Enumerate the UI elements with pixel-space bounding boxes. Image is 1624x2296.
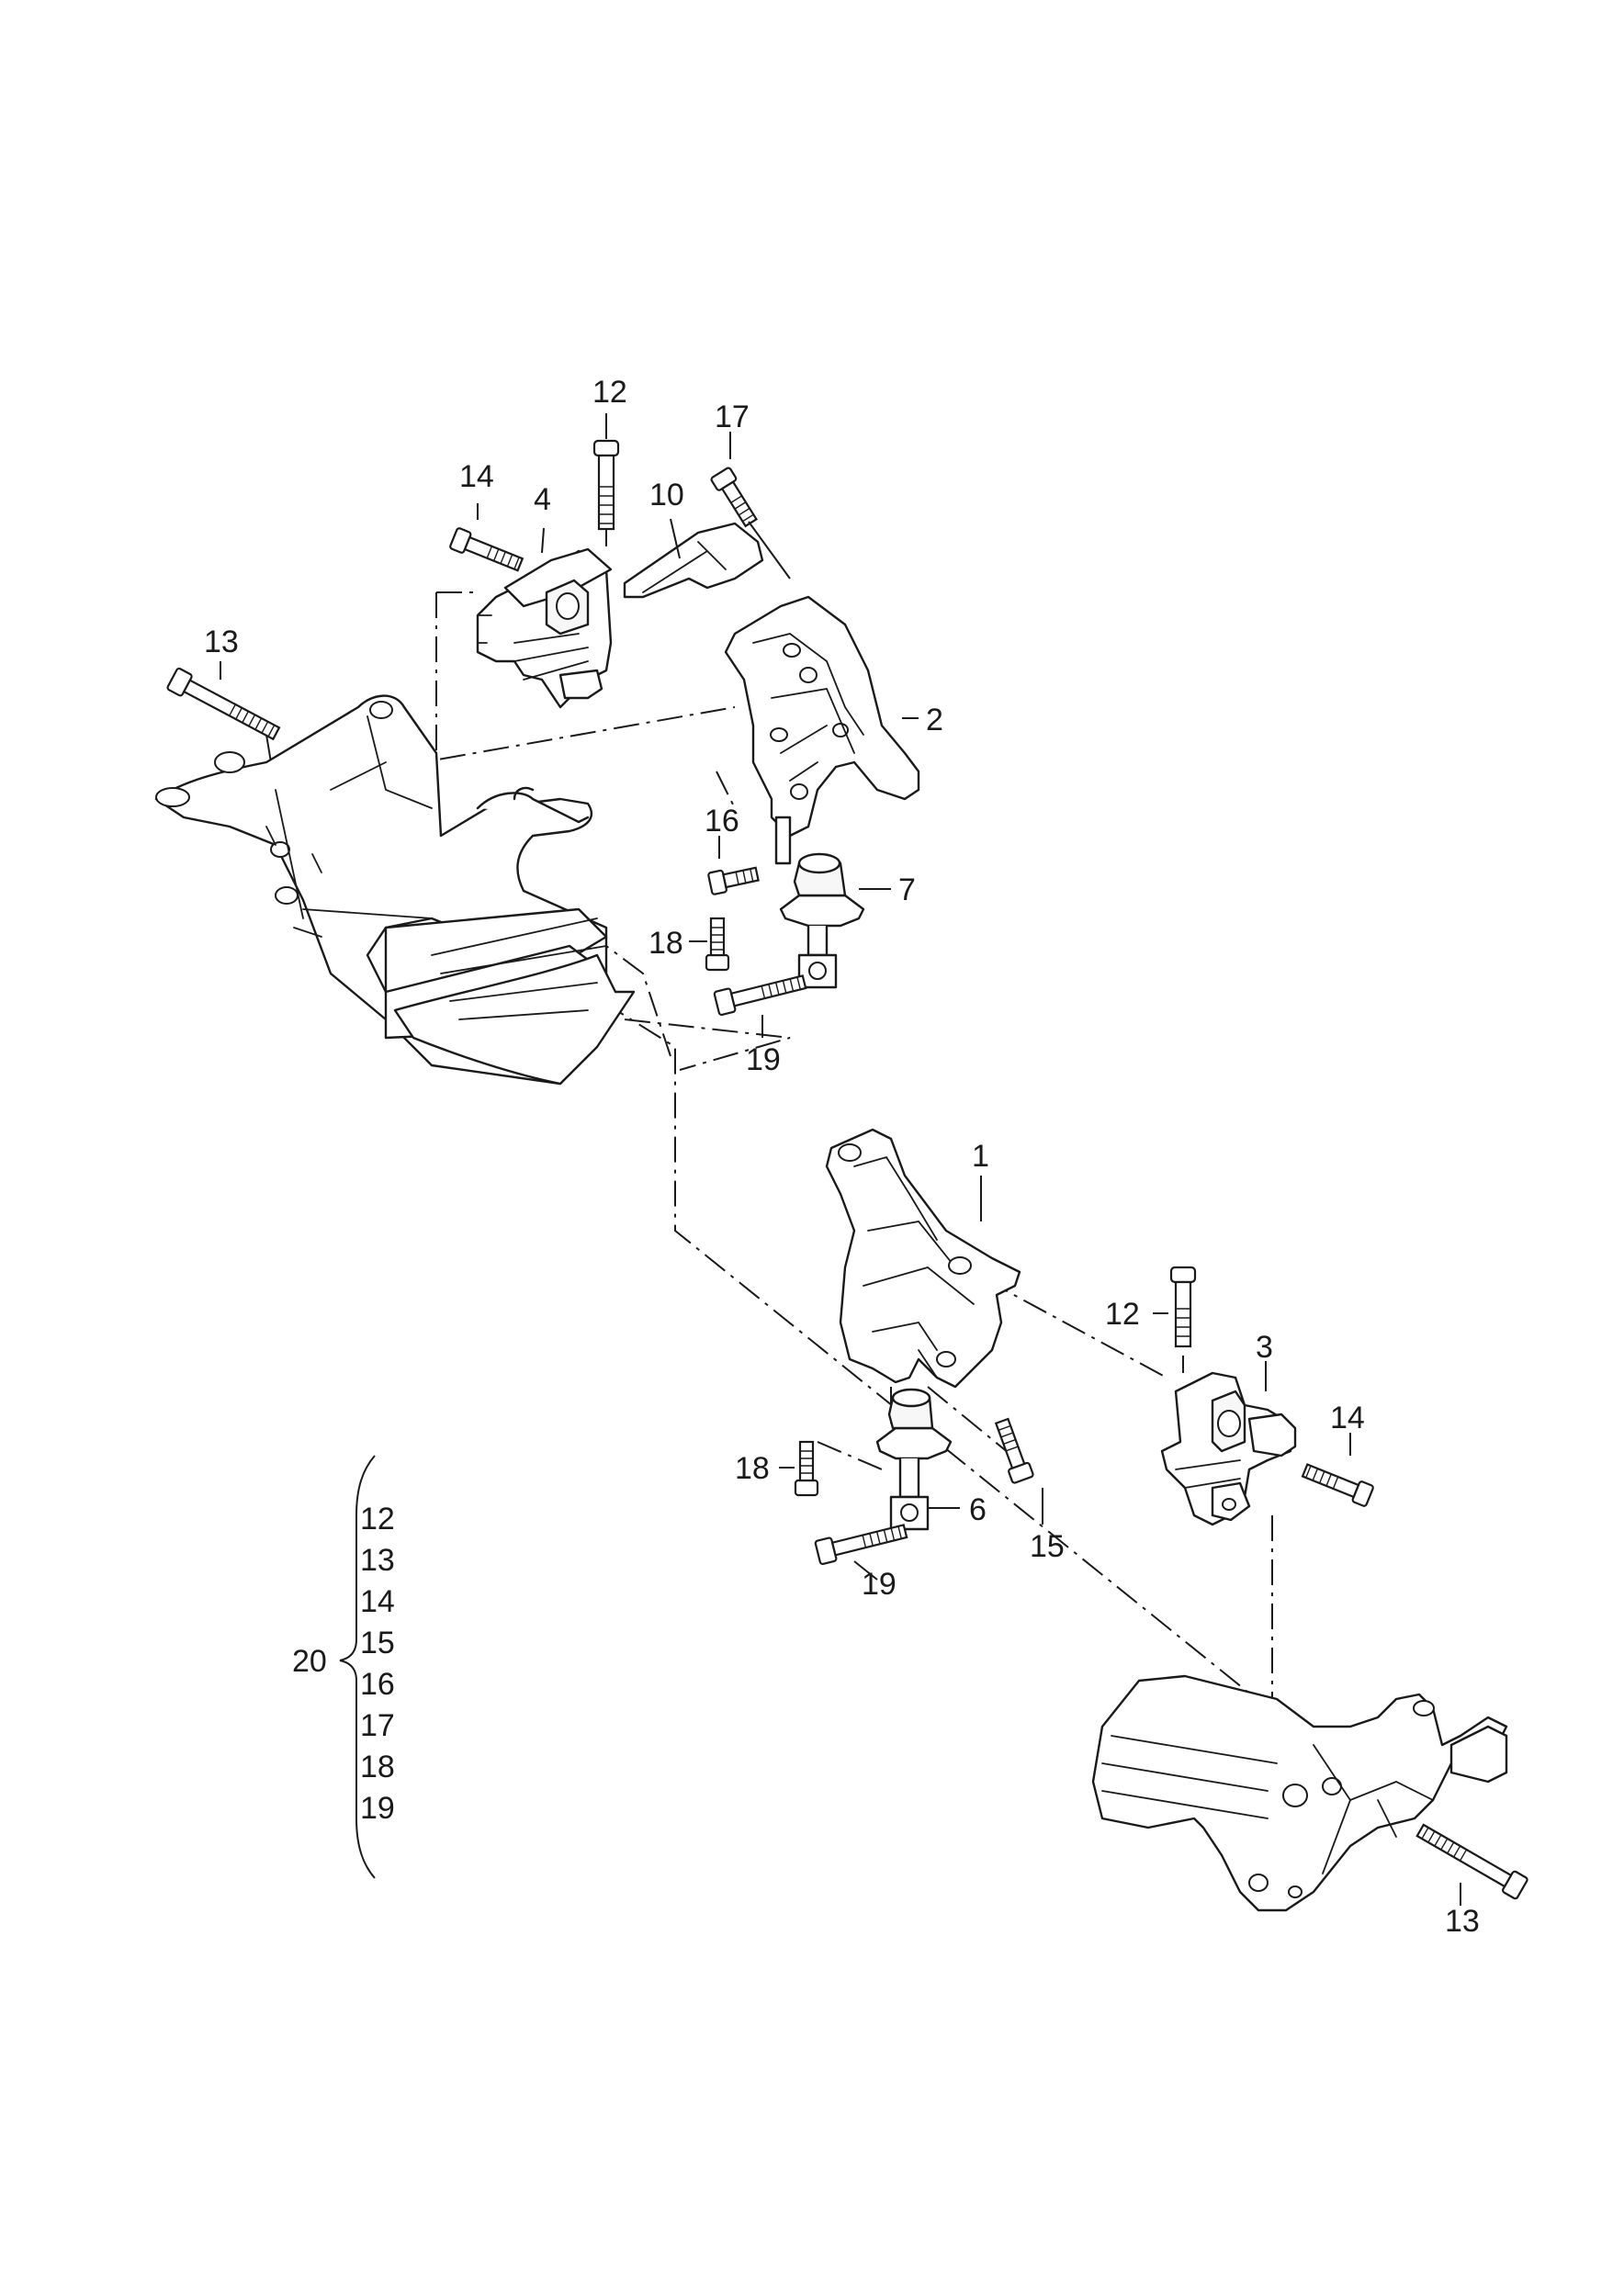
kit-group-20: 20 12 13 14 15 16 17 18 19	[292, 1455, 395, 1879]
bolt-12-mid	[1169, 1266, 1197, 1373]
bolt-15	[994, 1417, 1034, 1484]
callout-14-mid: 14	[1330, 1401, 1365, 1435]
kit-item: 14	[360, 1584, 395, 1619]
callout-18-top: 18	[648, 926, 683, 961]
kit-item: 13	[360, 1543, 395, 1578]
callout-19-bottom: 19	[862, 1567, 897, 1602]
bolt-13-bottom	[1415, 1823, 1528, 1900]
callout-19-top: 19	[746, 1042, 781, 1077]
bolt-18-bottom	[794, 1440, 819, 1497]
callout-leaders	[220, 413, 1461, 1906]
callout-7: 7	[898, 872, 916, 907]
bolt-18-top	[705, 917, 730, 972]
callout-13-top: 13	[204, 625, 239, 659]
kit-item: 15	[360, 1626, 395, 1660]
engine-bracket-1	[825, 1128, 1021, 1389]
bolt-14-mid	[1301, 1463, 1374, 1507]
callout-3: 3	[1256, 1330, 1273, 1365]
callout-12-top: 12	[592, 375, 627, 410]
rubber-mount-7	[779, 852, 865, 989]
callout-6: 6	[969, 1492, 987, 1527]
callout-17: 17	[715, 400, 750, 434]
bolt-14-top	[449, 527, 524, 572]
heat-shield-10	[623, 522, 764, 599]
engine-mount-4	[476, 547, 613, 709]
callout-14-top: 14	[459, 459, 494, 494]
callout-12-mid: 12	[1105, 1297, 1140, 1332]
kit-item: 16	[360, 1667, 395, 1702]
kit-item: 17	[360, 1708, 395, 1743]
engine-bracket-2	[724, 595, 920, 865]
bolt-17	[710, 467, 791, 580]
callout-4: 4	[534, 482, 551, 517]
subframe-right	[1091, 1674, 1508, 1912]
callout-20: 20	[292, 1644, 327, 1679]
callout-18-bottom: 18	[735, 1451, 770, 1486]
callout-15: 15	[1030, 1529, 1065, 1564]
callout-2: 2	[926, 703, 943, 737]
callout-10: 10	[649, 478, 684, 512]
bolt-16	[707, 866, 760, 895]
callout-labels: 12 17 14 4 10 13 2 16 7 18 19 1 12 3 14 …	[204, 375, 1480, 1939]
engine-mount-3	[1160, 1371, 1297, 1526]
bolt-19-top	[713, 974, 807, 1016]
callout-16: 16	[705, 804, 739, 838]
kit-item: 19	[360, 1791, 395, 1826]
subframe-left	[154, 694, 636, 1086]
bolt-13-top	[166, 667, 281, 741]
bolt-19-bottom	[814, 1524, 908, 1565]
callout-13-bottom: 13	[1445, 1904, 1480, 1939]
callout-1: 1	[972, 1139, 989, 1174]
kit-item: 18	[360, 1750, 395, 1784]
kit-item: 12	[360, 1502, 395, 1536]
bolt-12-top	[592, 439, 620, 546]
rubber-mount-6	[875, 1388, 953, 1531]
